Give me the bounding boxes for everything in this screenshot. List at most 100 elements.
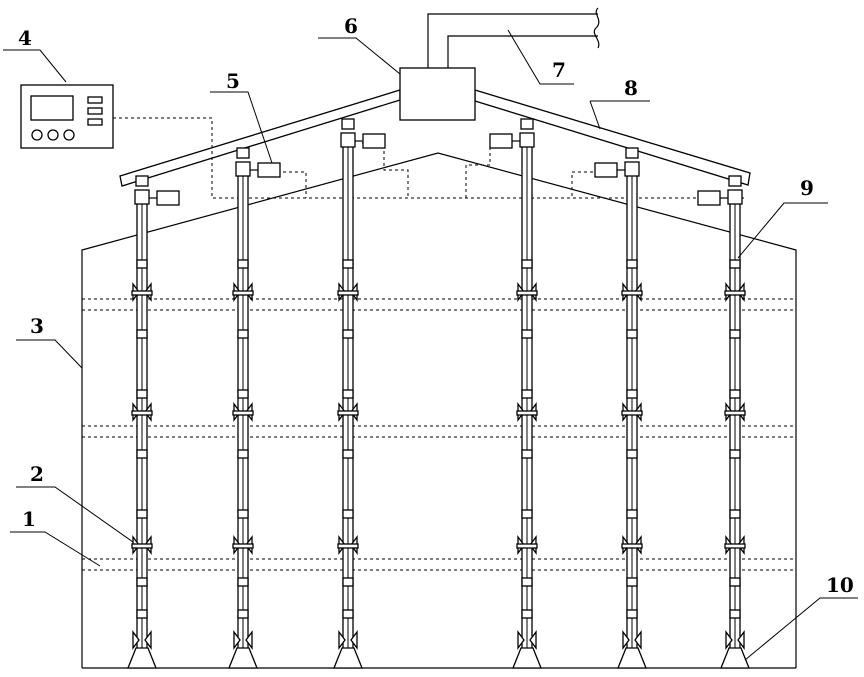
pole-joint <box>342 577 354 587</box>
clamp-plate <box>232 290 254 296</box>
callout-labels: 4 5 6 7 8 9 3 2 1 10 <box>18 14 854 597</box>
pole-joint <box>729 329 741 339</box>
pole-joint <box>521 329 533 339</box>
central-unit <box>399 7 600 121</box>
pole-joint <box>521 389 533 399</box>
pole-joint <box>626 577 638 587</box>
pole-joint <box>729 389 741 399</box>
pole-joint <box>729 259 741 269</box>
clamp-plate <box>337 290 359 296</box>
pole-joint <box>237 329 249 339</box>
clamp-right <box>737 630 745 650</box>
clamp-right <box>634 630 642 650</box>
pole-joint <box>136 609 148 619</box>
pole-top-joint <box>134 189 150 205</box>
pole-hanger <box>728 175 742 187</box>
clamp-plate <box>516 290 538 296</box>
clamp-right <box>529 630 537 650</box>
control-panel <box>20 84 114 149</box>
clamp-plate <box>131 410 153 416</box>
clamp-plate <box>621 290 643 296</box>
label-3: 3 <box>30 314 44 338</box>
pole-joint <box>342 449 354 459</box>
pole-base <box>720 647 750 669</box>
motor-unit <box>489 133 513 149</box>
pole-joint <box>521 577 533 587</box>
label-9: 9 <box>800 176 814 200</box>
clamp-left <box>132 630 140 650</box>
pole-hanger <box>135 175 149 187</box>
leader-lines <box>3 29 858 661</box>
pole-joint <box>136 577 148 587</box>
pole-joint <box>521 259 533 269</box>
clamp-left <box>338 630 346 650</box>
vertical-poles <box>127 118 750 669</box>
pole-joint <box>626 329 638 339</box>
clamp-plate <box>516 410 538 416</box>
clamp-left <box>517 630 525 650</box>
pole-joint <box>729 577 741 587</box>
pole-joint <box>237 389 249 399</box>
building-outline <box>81 152 797 669</box>
clamp-plate <box>232 410 254 416</box>
pole-joint <box>136 329 148 339</box>
clamp-plate <box>131 543 153 549</box>
pole-joint <box>626 509 638 519</box>
pole-joint <box>521 509 533 519</box>
pole-joint <box>342 389 354 399</box>
clamp-plate <box>516 543 538 549</box>
label-6: 6 <box>344 14 358 38</box>
clamp-right <box>144 630 152 650</box>
clamp-right <box>245 630 253 650</box>
clamp-plate <box>724 543 746 549</box>
pole-base <box>228 647 258 669</box>
clamp-right <box>350 630 358 650</box>
pole-joint <box>136 389 148 399</box>
pole-joint <box>342 509 354 519</box>
pole-joint <box>237 577 249 587</box>
pole-top-joint <box>519 132 535 148</box>
pole-joint <box>626 259 638 269</box>
pole-top-joint <box>624 161 640 177</box>
pole-top-joint <box>235 161 251 177</box>
pole-joint <box>237 259 249 269</box>
pole-base <box>127 647 157 669</box>
pole-joint <box>136 449 148 459</box>
pole-joint <box>626 389 638 399</box>
pole-base <box>512 647 542 669</box>
clamp-plate <box>232 543 254 549</box>
motor-unit <box>156 190 180 206</box>
pole-top-joint <box>340 132 356 148</box>
pole-joint <box>626 609 638 619</box>
clamp-plate <box>131 290 153 296</box>
floor-levels <box>82 298 796 571</box>
label-8: 8 <box>624 76 638 100</box>
pole-joint <box>342 329 354 339</box>
pole-joint <box>521 449 533 459</box>
pole-hanger <box>341 118 355 130</box>
clamp-plate <box>621 410 643 416</box>
pole-hanger <box>520 118 534 130</box>
pole-hanger <box>236 147 250 159</box>
pole-base <box>617 647 647 669</box>
motor-unit <box>594 162 618 178</box>
pole-joint <box>521 609 533 619</box>
pole-joint <box>237 509 249 519</box>
pole-top-joint <box>727 189 743 205</box>
label-7: 7 <box>552 58 566 82</box>
clamp-plate <box>337 410 359 416</box>
pole-joint <box>342 609 354 619</box>
pole-joint <box>136 259 148 269</box>
label-1: 1 <box>22 507 36 531</box>
pole-joint <box>237 609 249 619</box>
clamp-plate <box>724 290 746 296</box>
pole-joint <box>342 259 354 269</box>
pole-joint <box>237 449 249 459</box>
pole-joint <box>729 509 741 519</box>
clamp-left <box>233 630 241 650</box>
motor-unit <box>257 162 281 178</box>
clamp-plate <box>621 543 643 549</box>
clamp-plate <box>724 410 746 416</box>
pole-joint <box>729 449 741 459</box>
clamp-left <box>725 630 733 650</box>
